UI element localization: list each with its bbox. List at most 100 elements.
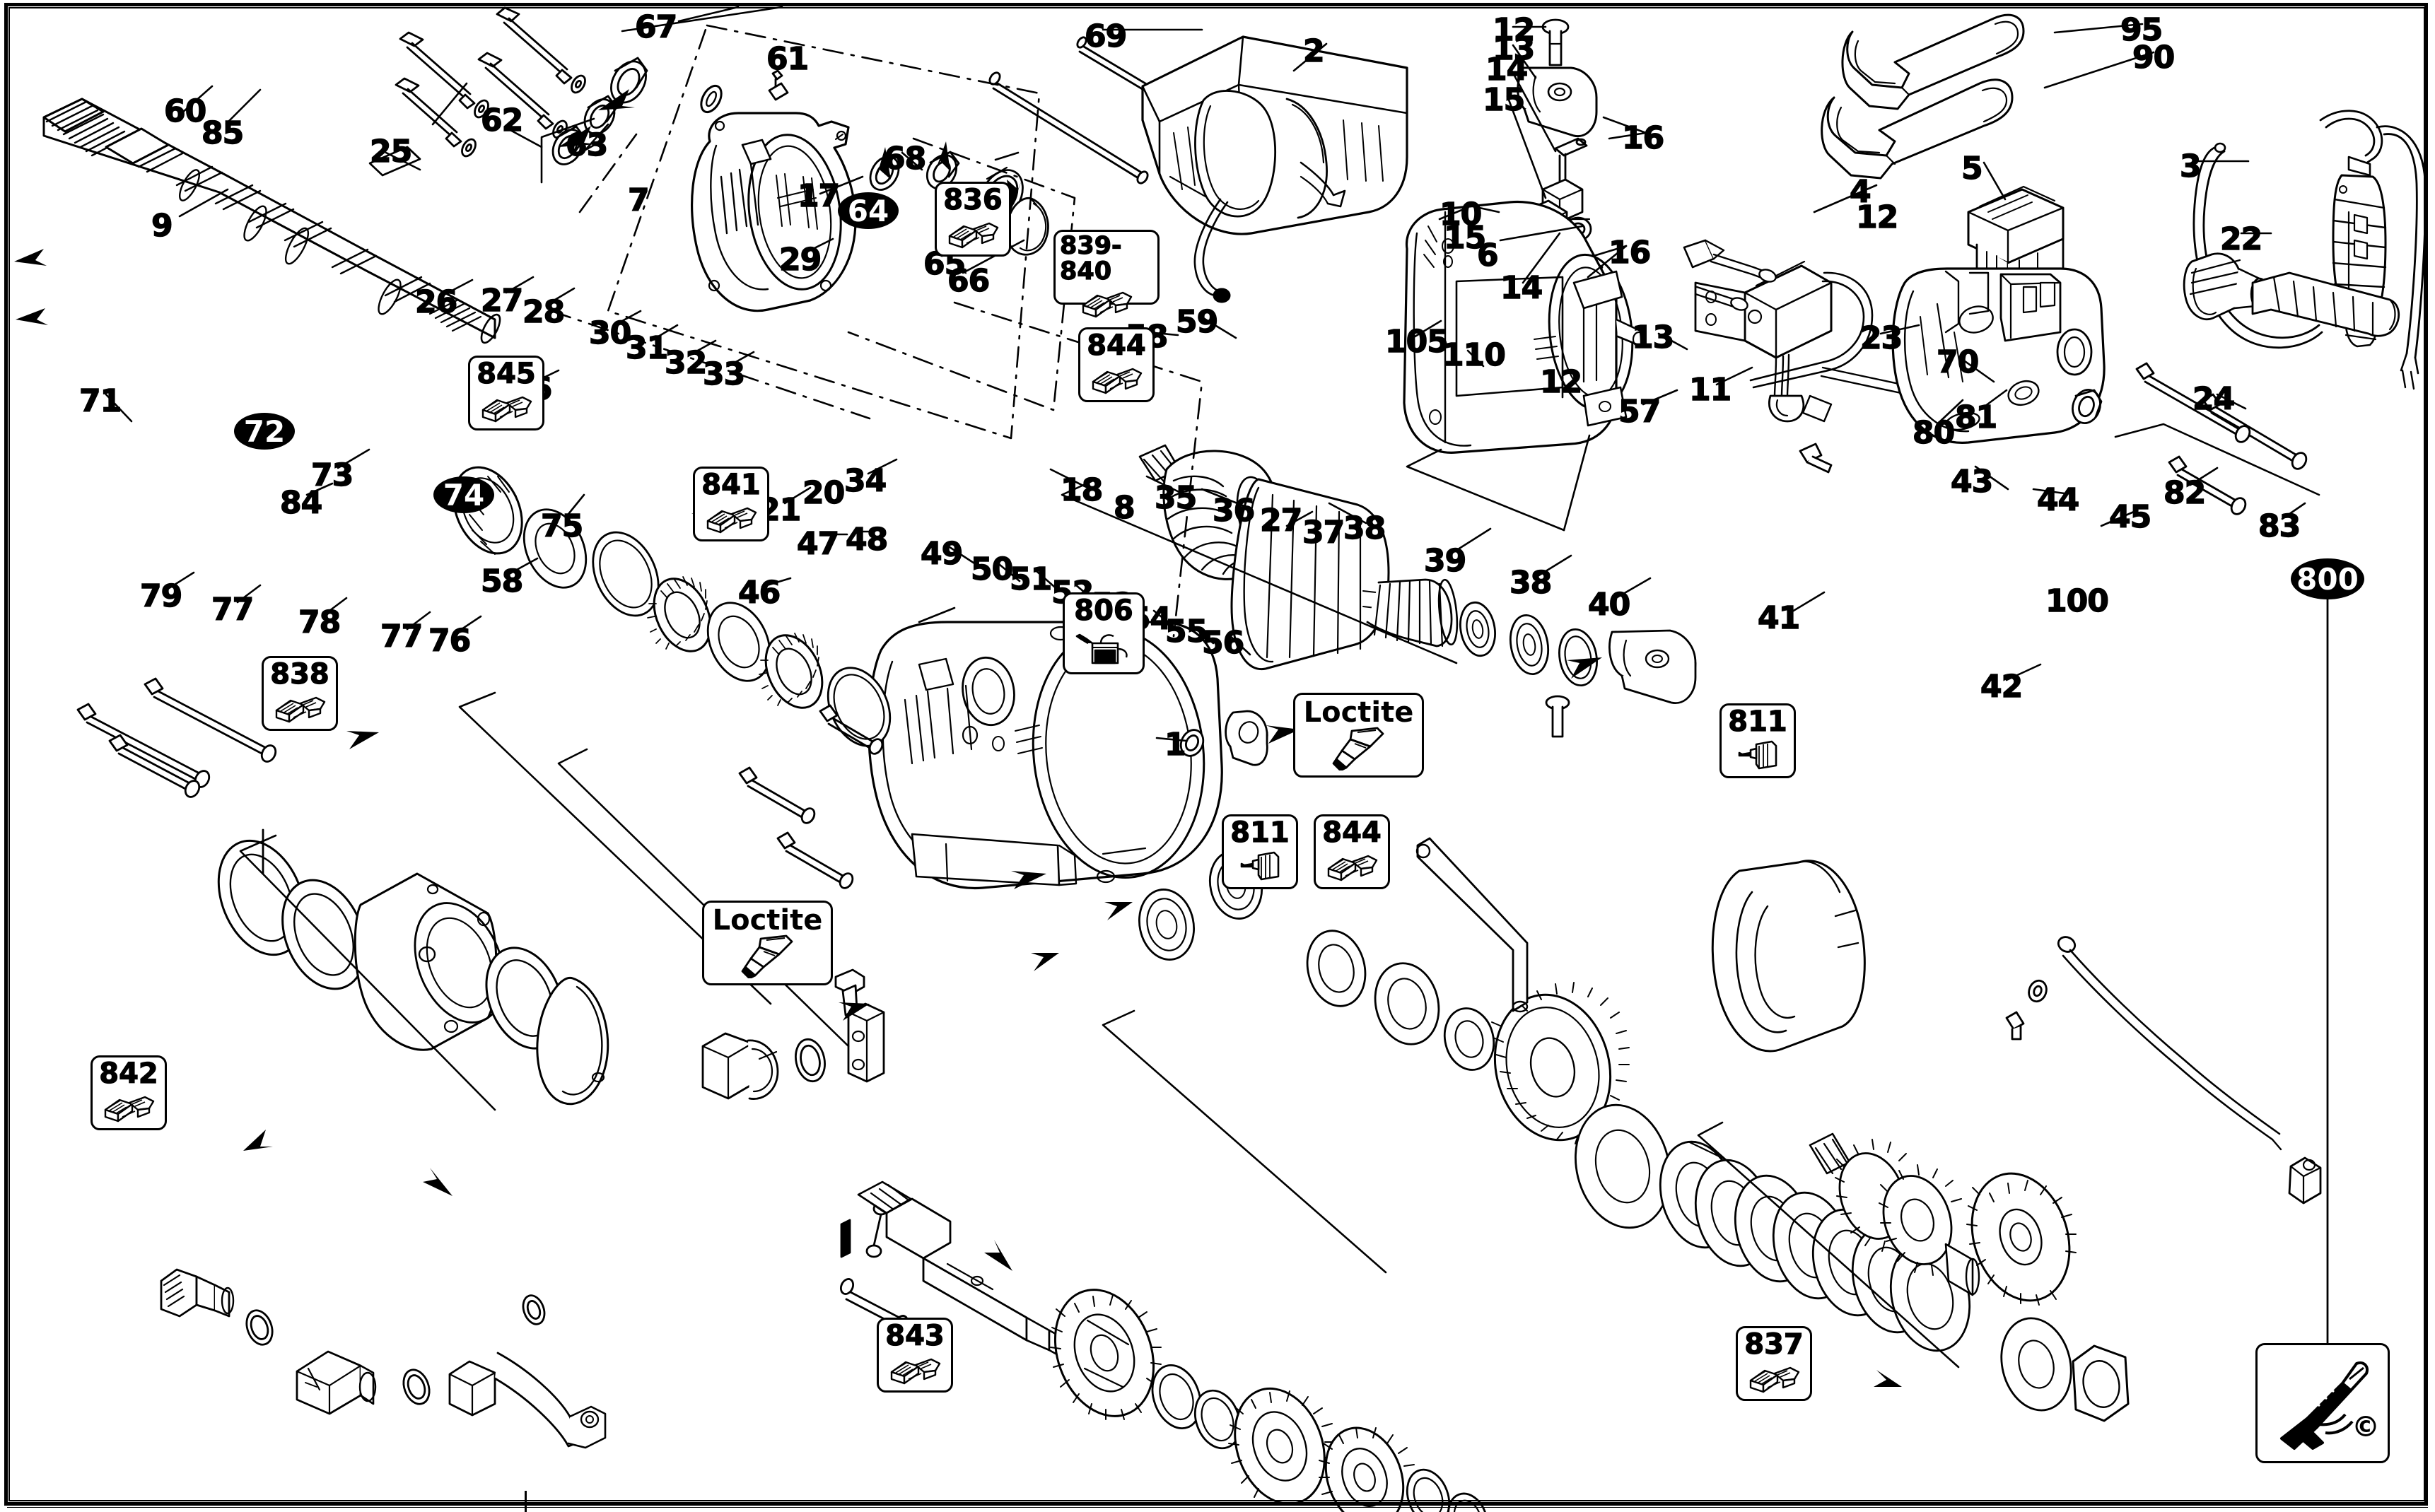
part-callout-41: 41 bbox=[1757, 600, 1801, 636]
washer-27 bbox=[522, 508, 588, 589]
service-kit-box-841: 841 bbox=[693, 467, 769, 541]
part-callout-30: 30 bbox=[588, 315, 632, 351]
pin-47 bbox=[840, 1219, 851, 1258]
washer-30 bbox=[706, 602, 771, 682]
glue-bottle-icon bbox=[1726, 737, 1789, 773]
service-kit-number: 844 bbox=[1322, 816, 1382, 849]
highlight-oval-74: 74 bbox=[433, 476, 494, 513]
bolts-33 bbox=[738, 704, 884, 889]
service-kit-icon bbox=[1320, 848, 1384, 886]
part-callout-48: 48 bbox=[845, 522, 889, 558]
part-callout-84: 84 bbox=[279, 485, 323, 521]
part-callout-7: 7 bbox=[627, 182, 650, 218]
oil-can-icon bbox=[1069, 626, 1138, 669]
part-callout-15: 15 bbox=[1443, 220, 1487, 256]
part-callout-79: 79 bbox=[139, 578, 183, 614]
part-callout-46: 46 bbox=[737, 575, 781, 611]
part-callout-29: 29 bbox=[778, 242, 822, 278]
washer-28 bbox=[592, 531, 660, 617]
hex-key-57 bbox=[1415, 837, 1529, 1013]
part-callout-59: 59 bbox=[1175, 304, 1219, 340]
service-kit-number: 806 bbox=[1074, 594, 1134, 627]
service-kit-icon bbox=[1742, 1359, 1806, 1397]
part-callout-62: 62 bbox=[480, 102, 524, 139]
service-kit-box-844: 844 bbox=[1078, 327, 1155, 402]
copyright-symbol: © bbox=[2352, 1411, 2380, 1443]
service-kit-box-811: 811 bbox=[1222, 814, 1298, 889]
rod-69b bbox=[988, 71, 1149, 184]
part-callout-32: 32 bbox=[664, 345, 708, 381]
switch-module-4 bbox=[1683, 239, 1924, 423]
part-callout-36: 36 bbox=[1212, 493, 1256, 529]
service-kit-icon bbox=[1085, 361, 1148, 399]
parts-58-59 bbox=[1179, 710, 1268, 766]
part-callout-16: 16 bbox=[1621, 120, 1665, 156]
washers-27-37-38 bbox=[1306, 930, 1495, 1071]
part-callout-68: 68 bbox=[883, 141, 927, 177]
part-callout-51: 51 bbox=[1009, 561, 1053, 597]
part-callout-38: 38 bbox=[1343, 510, 1386, 546]
fitting-79 bbox=[160, 1268, 235, 1318]
part-callout-90: 90 bbox=[2132, 40, 2176, 76]
service-kit-icon bbox=[97, 1089, 160, 1127]
loctite-instruction-box: Loctite bbox=[702, 901, 833, 985]
screw-12-lower bbox=[1545, 695, 1570, 738]
part-callout-8: 8 bbox=[1113, 490, 1135, 526]
footer-tick-left bbox=[525, 1491, 527, 1512]
part-callout-73: 73 bbox=[310, 457, 354, 493]
cover-plate-13 bbox=[1608, 629, 1697, 704]
part-callout-24: 24 bbox=[2192, 381, 2236, 417]
part-callout-60: 60 bbox=[163, 93, 207, 129]
part-callout-13: 13 bbox=[1492, 31, 1536, 67]
part-callout-55: 55 bbox=[1164, 614, 1208, 650]
wrench-95 bbox=[1841, 13, 2025, 110]
tube-76 bbox=[448, 1352, 607, 1449]
part-callout-35: 35 bbox=[1154, 480, 1198, 516]
gear-52 bbox=[1228, 1387, 1336, 1506]
part-callout-49: 49 bbox=[920, 536, 964, 572]
part-callout-28: 28 bbox=[522, 294, 566, 330]
service-kit-number: 845 bbox=[477, 358, 537, 390]
part-callout-23: 23 bbox=[1859, 320, 1903, 356]
part-callout-76: 76 bbox=[428, 623, 472, 659]
oring-21 bbox=[795, 1038, 826, 1083]
part-callout-27: 27 bbox=[1259, 503, 1303, 539]
part-callout-61: 61 bbox=[766, 41, 810, 77]
part-callout-67: 67 bbox=[634, 9, 678, 45]
part-callout-4: 4 bbox=[1849, 174, 1871, 210]
wrench-90 bbox=[1821, 78, 2014, 180]
part-callout-33: 33 bbox=[702, 356, 746, 392]
side-handle-22 bbox=[2183, 252, 2400, 337]
oring-58b bbox=[522, 1294, 546, 1325]
part-callout-82: 82 bbox=[2163, 475, 2207, 511]
service-kit-number: 844 bbox=[1087, 329, 1147, 362]
bolts-71 bbox=[76, 677, 277, 798]
part-callout-75: 75 bbox=[540, 508, 584, 544]
part-callout-31: 31 bbox=[625, 330, 669, 366]
bolt-group-60-85 bbox=[395, 6, 586, 158]
washer-100-nut-42 bbox=[2000, 1317, 2130, 1422]
washer-51 bbox=[1151, 1364, 1202, 1429]
fitting-78 bbox=[296, 1350, 377, 1415]
part-callout-105: 105 bbox=[1384, 324, 1449, 360]
part-callout-3: 3 bbox=[2179, 148, 2202, 184]
part-callout-18: 18 bbox=[1060, 472, 1104, 508]
service-kit-icon bbox=[1060, 284, 1153, 322]
part-callout-95: 95 bbox=[2120, 12, 2164, 48]
collar-11 bbox=[1711, 860, 1866, 1053]
part-callout-38: 38 bbox=[1509, 565, 1553, 601]
highlight-oval-64: 64 bbox=[838, 192, 899, 229]
gear-53 bbox=[1319, 1426, 1415, 1512]
part-callout-14: 14 bbox=[1500, 270, 1543, 306]
thrust-bearing-31 bbox=[759, 633, 824, 709]
part-callout-47: 47 bbox=[796, 526, 840, 562]
service-kit-box-836: 836 bbox=[935, 182, 1011, 257]
bolts-24 bbox=[2135, 362, 2308, 515]
part-callout-43: 43 bbox=[1950, 464, 1994, 500]
part-callout-81: 81 bbox=[1954, 399, 1998, 435]
part-callout-12: 12 bbox=[1539, 364, 1583, 400]
bushing-70 bbox=[2072, 389, 2103, 424]
washer-51b bbox=[1193, 1389, 1242, 1450]
part-callout-56: 56 bbox=[1201, 625, 1245, 661]
